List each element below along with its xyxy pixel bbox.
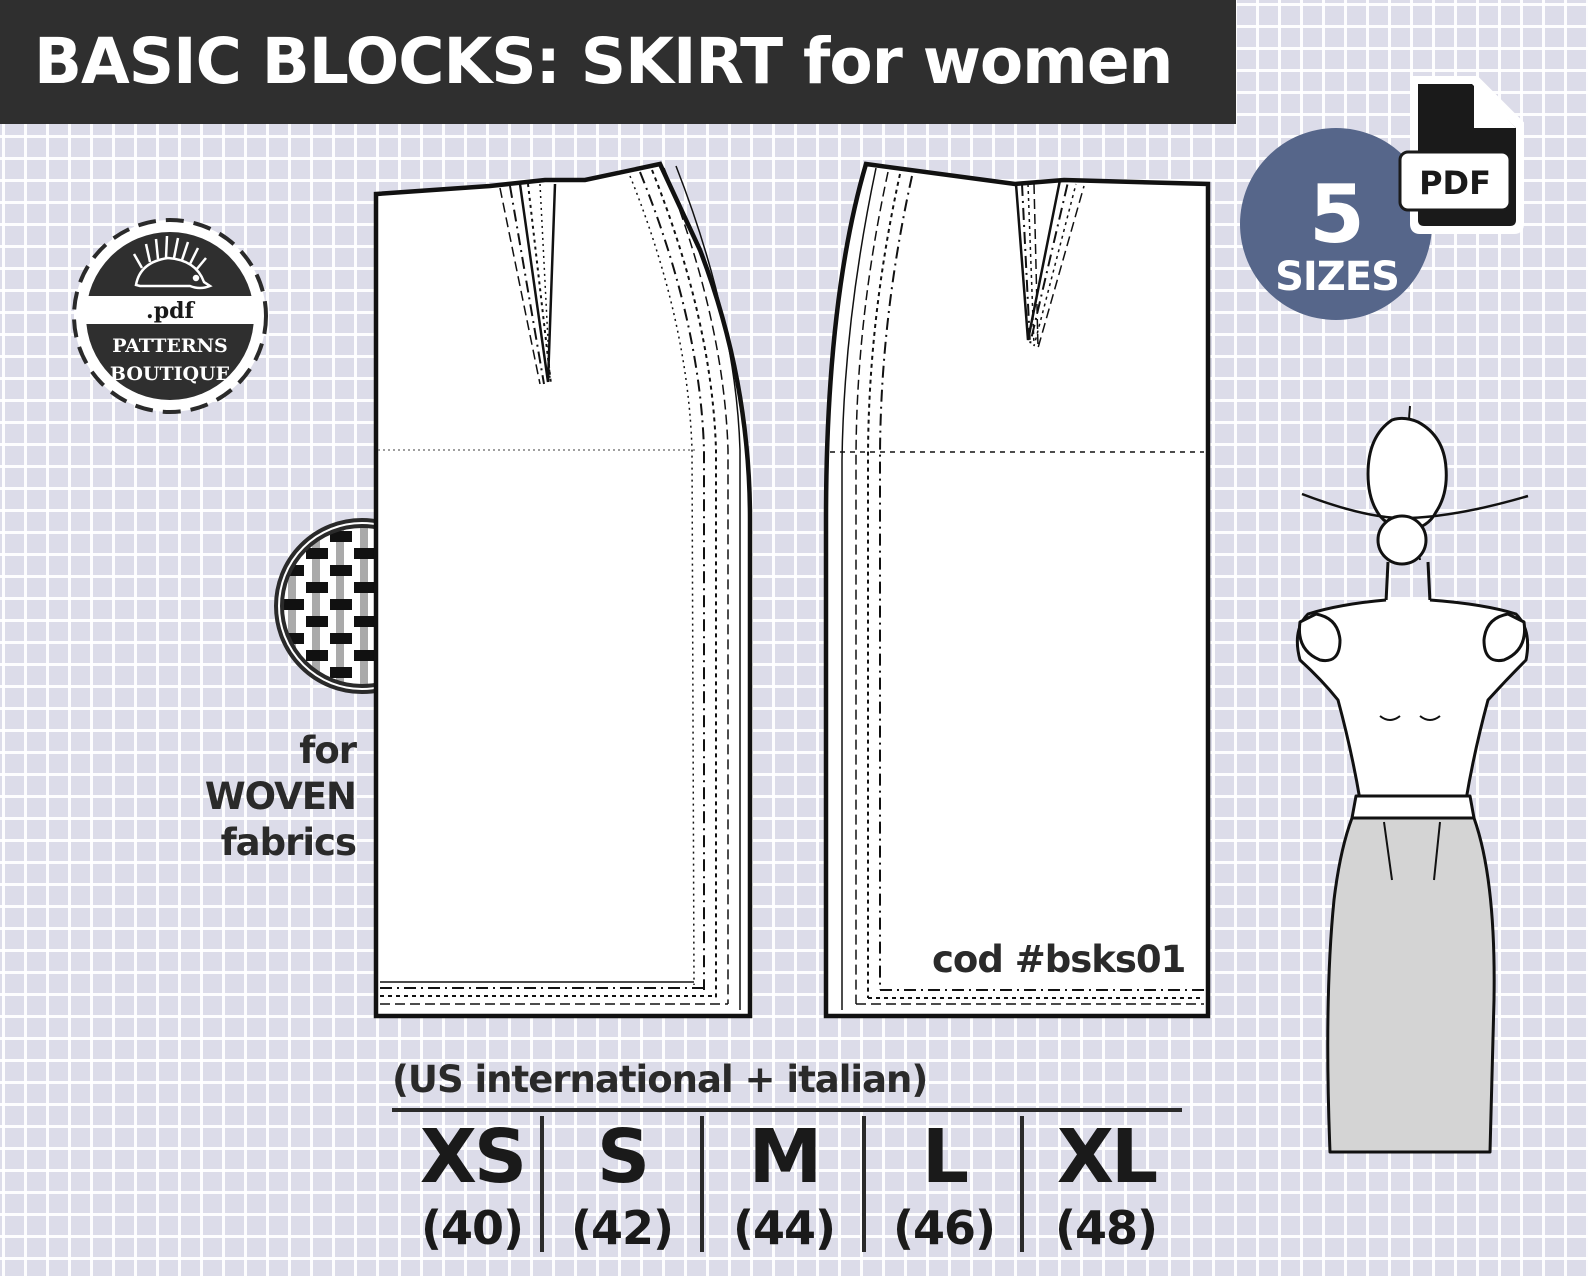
- size-separator: [700, 1116, 704, 1252]
- fabric-line-2: WOVEN: [204, 775, 357, 818]
- size-it: (46): [892, 1201, 996, 1255]
- size-us: M: [748, 1114, 823, 1200]
- size-separator: [1020, 1116, 1024, 1252]
- fabric-line-1: for: [299, 729, 357, 772]
- fabric-type-label: for WOVEN fabrics: [204, 728, 357, 866]
- hedgehog-icon: [132, 235, 213, 290]
- size-xs: XS (40): [392, 1114, 552, 1256]
- logo-line1: PATTERNS: [112, 335, 228, 357]
- skirt-front-pattern-piece: [373, 161, 753, 1019]
- sizes-note: (US international + italian): [392, 1058, 928, 1101]
- size-m: M (44): [704, 1114, 864, 1256]
- size-us: XL: [1056, 1114, 1158, 1200]
- size-xl: XL (48): [1026, 1114, 1186, 1256]
- skirt-back-pattern-piece: [823, 161, 1211, 1019]
- dress-form-icon: [1295, 405, 1530, 1154]
- logo-ext: .pdf: [146, 298, 195, 324]
- size-it: (42): [570, 1201, 674, 1255]
- product-code: cod #bsks01: [932, 938, 1186, 981]
- size-it: (44): [732, 1201, 836, 1255]
- fabric-line-3: fabrics: [220, 821, 357, 864]
- pdf-label: PDF: [1419, 164, 1491, 202]
- size-separator: [862, 1116, 866, 1252]
- size-us: XS: [419, 1114, 527, 1200]
- page-title: BASIC BLOCKS: SKIRT for women: [34, 25, 1173, 98]
- sizes-divider-line: [392, 1108, 1182, 1112]
- size-it: (40): [420, 1201, 524, 1255]
- sizes-label: SIZES: [1275, 254, 1399, 300]
- sizes-badge: 5 SIZES: [1240, 128, 1432, 320]
- title-bar: BASIC BLOCKS: SKIRT for women: [0, 0, 1236, 124]
- sizes-table: XS (40) S (42) M (44) L (46) XL (48): [392, 1114, 1192, 1274]
- sizes-count: 5: [1309, 168, 1365, 261]
- size-it: (48): [1054, 1201, 1158, 1255]
- pdf-file-icon: PDF: [1398, 76, 1524, 234]
- size-us: S: [596, 1114, 650, 1200]
- logo-line2: BOUTIQUE: [110, 363, 230, 385]
- size-s: S (42): [542, 1114, 702, 1256]
- size-separator: [540, 1116, 544, 1252]
- brand-logo: .pdf PATTERNS BOUTIQUE: [72, 218, 268, 414]
- size-l: L (46): [864, 1114, 1024, 1256]
- size-us: L: [921, 1114, 969, 1200]
